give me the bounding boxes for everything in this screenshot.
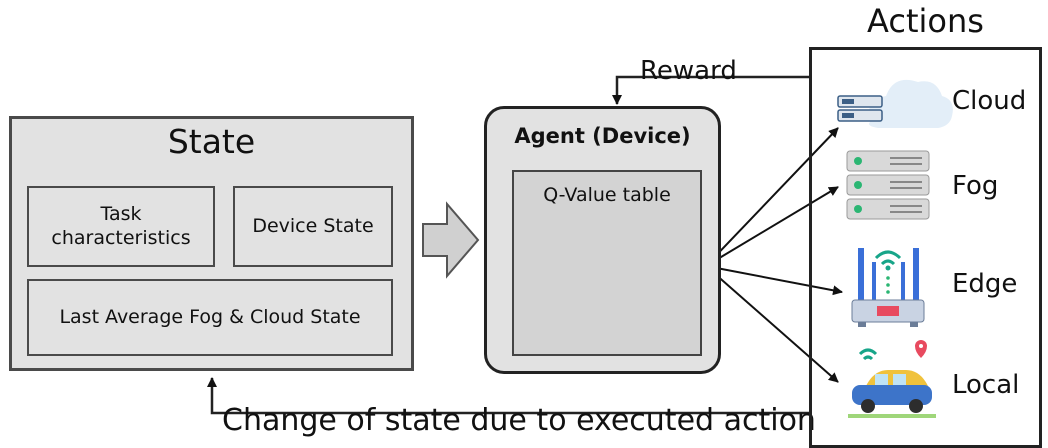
- device-state-box: Device State: [233, 186, 393, 267]
- actions-title: Actions: [867, 2, 984, 40]
- action-label-cloud: Cloud: [952, 86, 1027, 116]
- arrow-to-local: [705, 265, 839, 383]
- task-characteristics-box: Task characteristics: [27, 186, 215, 267]
- server-rack-icon: [846, 150, 930, 220]
- connected-car-icon: [848, 340, 936, 418]
- reward-label: Reward: [640, 56, 737, 86]
- state-change-label: Change of state due to executed action: [222, 403, 816, 438]
- q-value-table-box: [512, 170, 702, 356]
- last-average-fog-cloud-state-box: Last Average Fog & Cloud State: [27, 279, 393, 356]
- action-label-local: Local: [952, 370, 1020, 400]
- cloud-server-icon: [837, 79, 953, 128]
- reward-arrow: [612, 75, 809, 105]
- arrow-to-edge: [705, 265, 843, 296]
- wifi-router-icon: [851, 248, 925, 327]
- q-value-table-label: Q-Value table: [543, 184, 671, 206]
- agent-title: Agent (Device): [514, 124, 691, 148]
- state-change-arrow: [207, 377, 809, 415]
- state-to-agent-arrow: [422, 201, 480, 279]
- arrow-to-fog: [705, 186, 839, 267]
- state-title: State: [167, 122, 256, 161]
- action-label-fog: Fog: [952, 171, 999, 201]
- arrow-to-cloud: [705, 127, 839, 267]
- actions-panel: [809, 47, 1042, 448]
- action-label-edge: Edge: [952, 269, 1018, 299]
